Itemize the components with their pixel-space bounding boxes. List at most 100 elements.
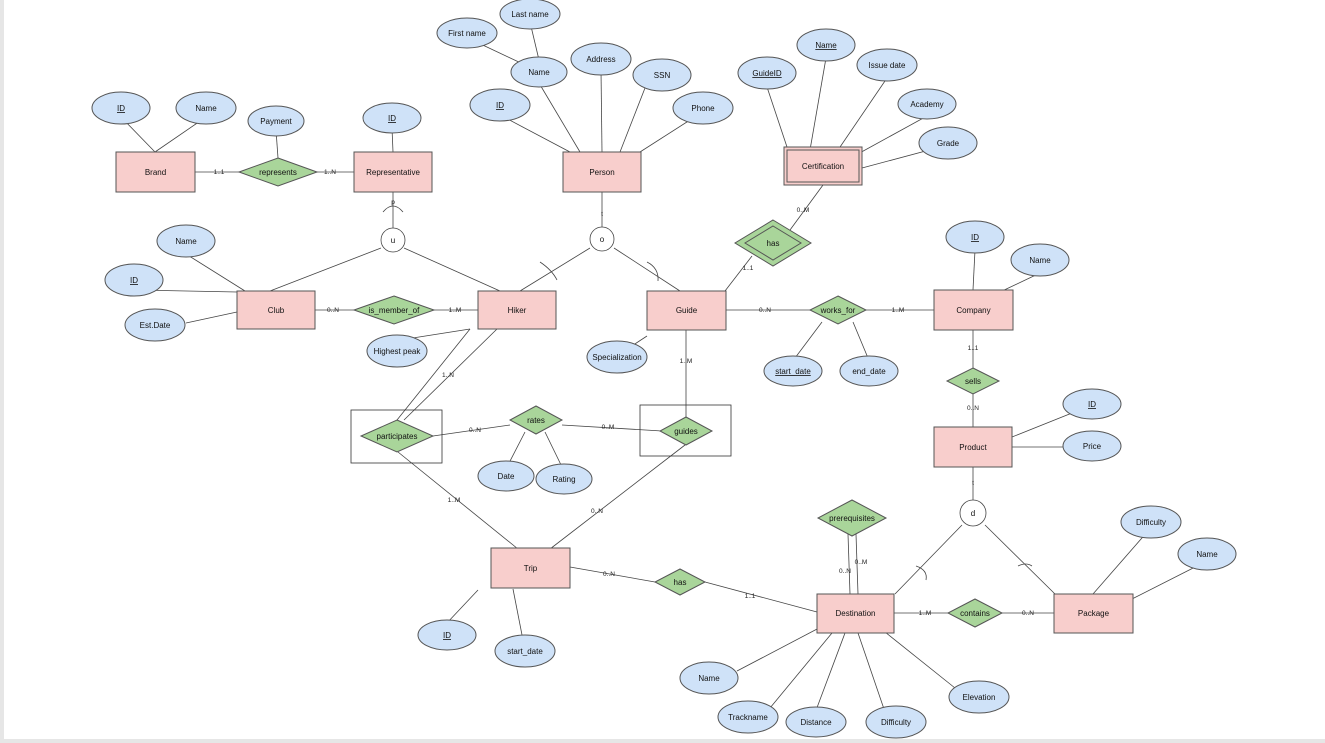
attribute-specialization[interactable]: Specialization [586, 340, 648, 374]
attribute-label: ID [117, 104, 125, 113]
attribute-end-date[interactable]: end_date [839, 355, 899, 387]
attribute-trip-id[interactable]: ID [417, 619, 477, 651]
attribute-person-name[interactable]: Name [510, 56, 568, 88]
attribute-label: ID [1088, 400, 1096, 409]
attribute-trackname[interactable]: Trackname [717, 700, 779, 734]
window-left-border [0, 0, 4, 743]
entity-label: Company [956, 306, 990, 315]
entity-representative[interactable]: Representative [353, 151, 433, 193]
relationship-label: participates [377, 432, 418, 441]
attribute-rating[interactable]: Rating [535, 463, 593, 495]
relationship-guides[interactable]: guides [658, 416, 714, 446]
attribute-package-name[interactable]: Name [1177, 537, 1237, 571]
attribute-trip-start-date[interactable]: start_date [494, 634, 556, 668]
relationship-participates[interactable]: participates [359, 419, 435, 453]
relationship-sells[interactable]: sells [945, 367, 1001, 395]
entity-label: Club [268, 306, 285, 315]
relationship-works-for[interactable]: works_for [808, 295, 868, 325]
cardinality: 1..1 [214, 169, 225, 176]
attribute-club-name[interactable]: Name [156, 224, 216, 258]
attribute-issue-date[interactable]: Issue date [856, 48, 918, 82]
relationship-is-member-of[interactable]: is_member_of [352, 295, 436, 325]
relationship-rates[interactable]: rates [508, 405, 564, 435]
specialization-union[interactable]: u [380, 227, 406, 253]
cardinality: 1..M [449, 307, 462, 314]
attribute-ssn[interactable]: SSN [632, 58, 692, 92]
attribute-label: SSN [654, 71, 671, 80]
relationship-label: represents [259, 168, 297, 177]
cardinality: 0..N [603, 571, 615, 578]
attribute-label: Rating [552, 475, 575, 484]
specialization-label: u [391, 236, 395, 245]
attribute-label: ID [130, 276, 138, 285]
relationship-contains[interactable]: contains [946, 598, 1004, 628]
attribute-highest-peak[interactable]: Highest peak [366, 334, 428, 368]
participation-label: t [972, 480, 974, 487]
entity-certification[interactable]: Certification [783, 146, 863, 186]
specialization-disjoint[interactable]: d [959, 499, 987, 527]
attribute-label: Issue date [869, 61, 906, 70]
cardinality: 0..N [967, 405, 979, 412]
attribute-company-name[interactable]: Name [1010, 243, 1070, 277]
attribute-label: end_date [852, 367, 886, 376]
attribute-date[interactable]: Date [477, 460, 535, 492]
attribute-label: Highest peak [374, 347, 422, 356]
attribute-address[interactable]: Address [570, 42, 632, 76]
attribute-phone[interactable]: Phone [672, 91, 734, 125]
participation-label: t [601, 211, 603, 218]
entity-brand[interactable]: Brand [115, 151, 196, 193]
attribute-person-id[interactable]: ID [469, 88, 531, 122]
entity-destination[interactable]: Destination [816, 593, 895, 634]
entity-guide[interactable]: Guide [646, 290, 727, 331]
attribute-destination-difficulty[interactable]: Difficulty [865, 705, 927, 739]
entity-package[interactable]: Package [1053, 593, 1134, 634]
attribute-label: ID [971, 233, 979, 242]
attribute-label: Est.Date [140, 321, 171, 330]
attribute-label: Name [1196, 550, 1218, 559]
entity-hiker[interactable]: Hiker [477, 290, 557, 330]
entity-trip[interactable]: Trip [490, 547, 571, 589]
attribute-academy[interactable]: Academy [897, 88, 957, 120]
attribute-company-id[interactable]: ID [945, 220, 1005, 254]
attribute-label: First name [448, 29, 486, 38]
relationship-represents[interactable]: represents [237, 157, 319, 187]
attribute-elevation[interactable]: Elevation [948, 680, 1010, 714]
relationship-has-certification[interactable]: has [734, 219, 812, 267]
specialization-overlap[interactable]: o [589, 226, 615, 252]
attribute-label: Trackname [728, 713, 768, 722]
attribute-guide-id[interactable]: GuideID [737, 56, 797, 90]
entity-label: Person [589, 168, 614, 177]
entity-club[interactable]: Club [236, 290, 316, 330]
attribute-rep-id[interactable]: ID [362, 102, 422, 134]
entity-company[interactable]: Company [933, 289, 1014, 331]
attribute-cert-name[interactable]: Name [796, 28, 856, 62]
attribute-label: Name [698, 674, 720, 683]
attribute-est-date[interactable]: Est.Date [124, 308, 186, 342]
attribute-price[interactable]: Price [1062, 430, 1122, 462]
attribute-club-id[interactable]: ID [104, 263, 164, 297]
attribute-works-start-date[interactable]: start_date [763, 355, 823, 387]
relationship-trip-has[interactable]: has [653, 568, 707, 596]
attribute-brand-name[interactable]: Name [175, 91, 237, 125]
attribute-label: Name [175, 237, 197, 246]
attribute-label: Price [1083, 442, 1102, 451]
attribute-label: Grade [937, 139, 960, 148]
attribute-grade[interactable]: Grade [918, 126, 978, 160]
attribute-package-difficulty[interactable]: Difficulty [1120, 505, 1182, 539]
attribute-last-name[interactable]: Last name [499, 0, 561, 30]
attribute-distance[interactable]: Distance [785, 706, 847, 738]
attribute-product-id[interactable]: ID [1062, 388, 1122, 420]
specialization-label: o [600, 235, 605, 244]
cardinality: 0..M [855, 559, 868, 566]
relationship-label: sells [965, 377, 981, 386]
entity-person[interactable]: Person [562, 151, 642, 193]
entity-product[interactable]: Product [933, 426, 1013, 468]
attribute-destination-name[interactable]: Name [679, 661, 739, 695]
attribute-brand-id[interactable]: ID [91, 91, 151, 125]
attribute-payment[interactable]: Payment [247, 105, 305, 137]
cardinality: 0..N [591, 508, 603, 515]
entity-label: Certification [802, 162, 844, 171]
relationship-prerequisites[interactable]: prerequisites [816, 499, 888, 537]
attribute-first-name[interactable]: First name [436, 17, 498, 49]
relationship-label: rates [527, 416, 545, 425]
